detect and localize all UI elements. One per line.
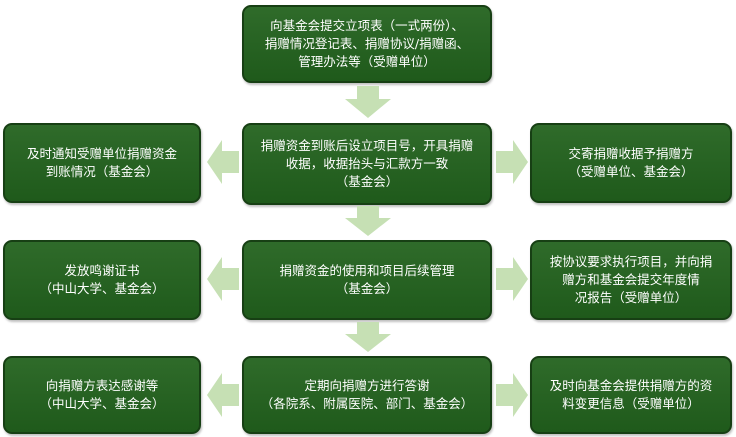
node-express-thanks: 向捐赠方表达感谢等 （中山大学、基金会） [3,356,201,434]
arrow-left-1 [207,140,239,184]
arrow-right-2 [496,257,528,301]
node-execute-report: 按协议要求执行项目，并向捐 赠方和基金会提交年度情 况报告（受赠单位） [530,240,732,320]
node-send-receipt: 交寄捐赠收据予捐赠方 （受赠单位、基金会） [530,123,732,203]
arrow-right-3 [496,373,528,417]
node-regular-thanks-label: 定期向捐赠方进行答谢 （各院系、附属医院、部门、基金会） [260,378,474,411]
node-express-thanks-label: 向捐赠方表达感谢等 （中山大学、基金会） [39,378,165,411]
arrow-down-2 [345,206,391,236]
node-notify-funds-label: 及时通知受赠单位捐赠资金 到账情况（基金会） [26,146,177,179]
node-regular-thanks: 定期向捐赠方进行答谢 （各院系、附属医院、部门、基金会） [242,356,492,434]
node-setup-project: 捐赠资金到账后设立项目号，开具捐赠 收据，收据抬头与汇款方一致 （基金会） [242,123,492,205]
node-submit-forms-label: 向基金会提交立项表（一式两份）、 捐赠情况登记表、捐赠协议/捐赠函、 管理办法等… [264,18,470,69]
arrow-right-1 [496,140,528,184]
node-fund-management-label: 捐赠资金的使用和项目后续管理 （基金会） [279,263,455,296]
node-issue-certificate-label: 发放鸣谢证书 （中山大学、基金会） [39,263,165,296]
arrow-down-3 [345,322,391,352]
node-execute-report-label: 按协议要求执行项目，并向捐 赠方和基金会提交年度情 况报告（受赠单位） [549,254,713,305]
arrow-down-1 [345,86,391,118]
arrow-left-2 [207,257,239,301]
node-notify-funds: 及时通知受赠单位捐赠资金 到账情况（基金会） [3,123,201,203]
node-issue-certificate: 发放鸣谢证书 （中山大学、基金会） [3,240,201,320]
node-send-receipt-label: 交寄捐赠收据予捐赠方 （受赠单位、基金会） [568,146,694,179]
node-provide-info-label: 及时向基金会提供捐赠方的资 料变更信息（受赠单位） [549,378,713,411]
arrow-left-3 [207,373,239,417]
node-fund-management: 捐赠资金的使用和项目后续管理 （基金会） [242,240,492,320]
node-provide-info: 及时向基金会提供捐赠方的资 料变更信息（受赠单位） [530,356,732,434]
node-submit-forms: 向基金会提交立项表（一式两份）、 捐赠情况登记表、捐赠协议/捐赠函、 管理办法等… [242,5,492,83]
node-setup-project-label: 捐赠资金到账后设立项目号，开具捐赠 收据，收据抬头与汇款方一致 （基金会） [260,138,474,189]
